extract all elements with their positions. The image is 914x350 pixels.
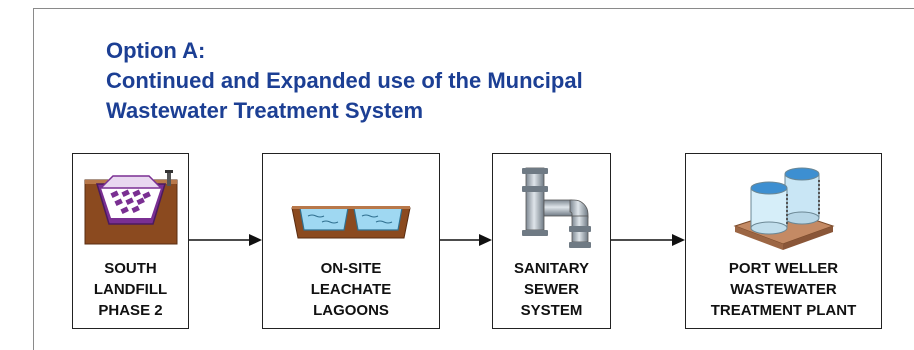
label-line: TREATMENT PLANT: [710, 302, 857, 319]
step-label: SANITARY SEWER SYSTEM: [493, 258, 610, 321]
landfill-icon: [73, 166, 188, 246]
step-label: SOUTH LANDFILL PHASE 2: [73, 258, 188, 321]
step-treatment-plant: PORT WELLER WASTEWATER TREATMENT PLANT: [685, 153, 882, 329]
title-line-2: Continued and Expanded use of the Muncip…: [106, 68, 583, 93]
frame-left-border: [33, 8, 34, 350]
step-label: ON-SITE LEACHATE LAGOONS: [263, 258, 439, 321]
label-line: SYSTEM: [520, 302, 583, 319]
label-line: PHASE 2: [98, 302, 163, 319]
title-line-1: Option A:: [106, 38, 206, 63]
label-line: LEACHATE: [310, 281, 392, 298]
label-line: LANDFILL: [93, 281, 168, 298]
label-line: ON-SITE: [320, 260, 382, 277]
treatment-plant-icon: [686, 166, 881, 250]
label-line: WASTEWATER: [730, 281, 837, 298]
pipe-icon: [493, 166, 610, 248]
diagram-title: Option A: Continued and Expanded use of …: [106, 36, 583, 126]
label-line: SANITARY: [514, 260, 589, 277]
step-leachate-lagoons: ON-SITE LEACHATE LAGOONS: [262, 153, 440, 329]
step-south-landfill: SOUTH LANDFILL PHASE 2: [72, 153, 189, 329]
label-line: PORT WELLER: [728, 260, 839, 277]
step-label: PORT WELLER WASTEWATER TREATMENT PLANT: [686, 258, 881, 321]
arrow-2: [440, 234, 492, 246]
step-sanitary-sewer: SANITARY SEWER SYSTEM: [492, 153, 611, 329]
arrow-1: [189, 234, 262, 246]
lagoons-icon: [263, 166, 439, 246]
frame-top-border: [33, 8, 914, 9]
arrow-3: [611, 234, 685, 246]
title-line-3: Wastewater Treatment System: [106, 98, 424, 123]
label-line: SOUTH: [104, 260, 157, 277]
label-line: LAGOONS: [313, 302, 389, 319]
label-line: SEWER: [523, 281, 579, 298]
